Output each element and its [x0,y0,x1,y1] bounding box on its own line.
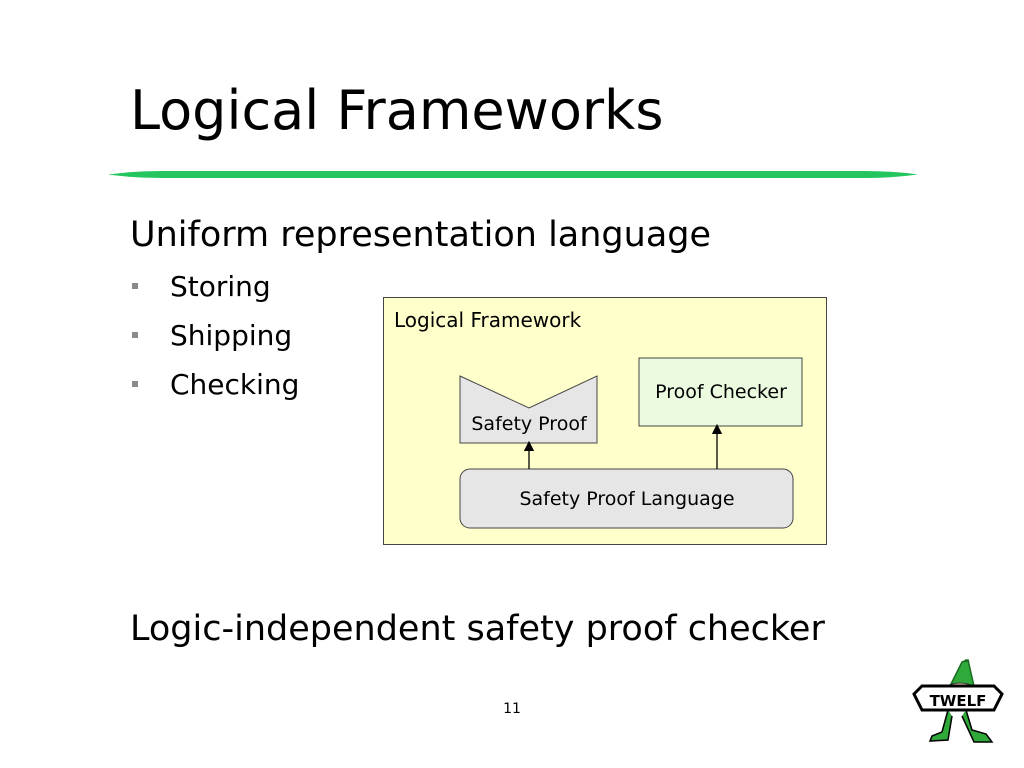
svg-text:TWELF: TWELF [930,692,987,710]
safety-proof-language-label: Safety Proof Language [519,488,735,510]
bullet-item: Shipping [130,315,299,364]
page-number: 11 [503,701,521,717]
bullet-list: Storing Shipping Checking [130,266,299,413]
safety-proof-language-box [459,468,794,529]
slide-title: Logical Frameworks [130,79,664,142]
bullet-item: Storing [130,266,299,315]
proof-checker-box [638,357,803,427]
bullet-marker-icon [132,332,138,338]
title-divider [108,170,918,179]
bullet-text: Shipping [170,319,293,352]
bullet-text: Storing [170,270,271,303]
section-heading: Uniform representation language [130,215,712,255]
safety-proof-label: Safety Proof [471,413,587,435]
bullet-text: Checking [170,368,300,401]
bullet-item: Checking [130,364,299,413]
proof-checker-label: Proof Checker [655,381,787,403]
bullet-marker-icon [132,381,138,387]
twelf-logo-icon: TWELF [912,659,1004,743]
safety-proof-shape [459,375,598,444]
bullet-marker-icon [132,283,138,289]
conclusion-text: Logic-independent safety proof checker [130,609,825,649]
logical-framework-label: Logical Framework [394,308,582,332]
